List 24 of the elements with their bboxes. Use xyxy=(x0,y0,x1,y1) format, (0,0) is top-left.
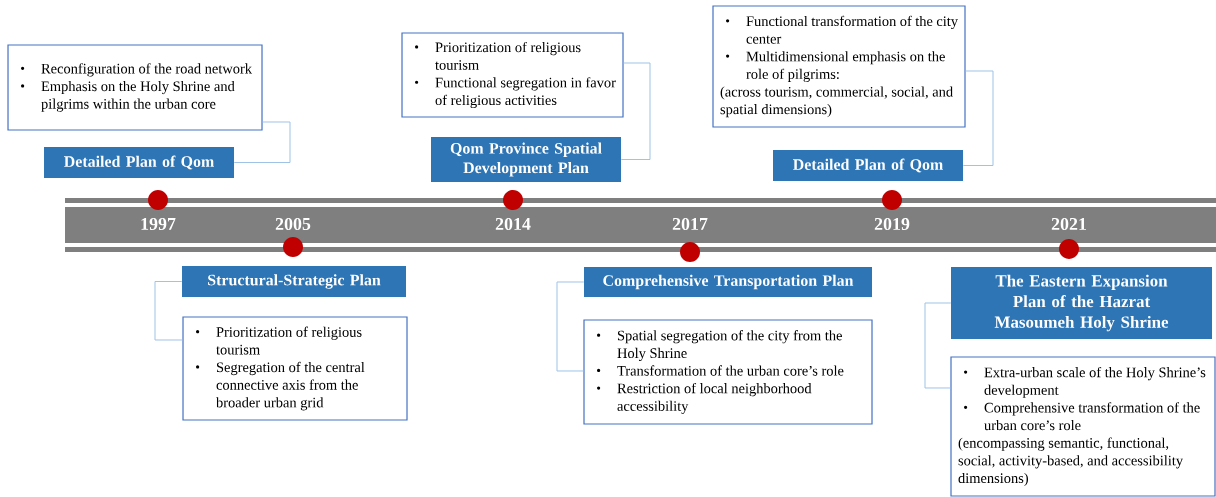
bullet-list-box: Spatial segregation of the city from the Holy Shrine Transformation of the urban core’s role Restriction of local neighborhood accessibility xyxy=(583,319,873,425)
plan-title-box: Detailed Plan of Qom xyxy=(773,150,963,181)
year-label: 2021 xyxy=(1051,217,1086,231)
connector-line xyxy=(154,281,183,341)
year-label: 2017 xyxy=(672,217,708,231)
plan-title-box: Structural-Strategic Plan xyxy=(182,266,406,297)
bullet-list-box: Functional transformation of the city center Multidimensional emphasis on the role of pilgrims: (across tourism, commercial, social, and spatial dimensions) xyxy=(712,5,966,128)
bullet-list-box: Prioritization of religious tourism Functional segregation in favor of religious activities xyxy=(401,32,624,118)
connector-line xyxy=(924,302,952,389)
connector-line xyxy=(962,70,994,166)
plan-title-box: Detailed Plan of Qom xyxy=(44,147,234,178)
year-label: 2019 xyxy=(874,217,910,231)
bullet-list-box: Reconfiguration of the road network Emphasis on the Holy Shrine and pilgrims within the urban core xyxy=(7,44,263,131)
year-label: 1997 xyxy=(141,217,176,230)
year-label: 2014 xyxy=(495,217,531,231)
connector-line xyxy=(620,62,651,160)
plan-title-box: Comprehensive Transportation Plan xyxy=(584,267,872,297)
plan-title-box: The Eastern Expansion Plan of the Hazrat Masoumeh Holy Shrine xyxy=(951,267,1212,339)
year-label: 2005 xyxy=(275,217,311,231)
connector-line xyxy=(233,121,291,163)
bullet-list-box: Prioritization of religious tourism Segregation of the central connective axis from the broader urban grid xyxy=(182,316,408,421)
connector-line xyxy=(556,281,585,372)
plan-title-box: Qom Province Spatial Development Plan xyxy=(431,137,621,182)
bullet-list-box: Extra-urban scale of the Holy Shrine’s development Comprehensive transformation of the urban core’s role (encompassing semantic, functional, social, activity-based, and accessibility dimensions) xyxy=(950,356,1216,497)
